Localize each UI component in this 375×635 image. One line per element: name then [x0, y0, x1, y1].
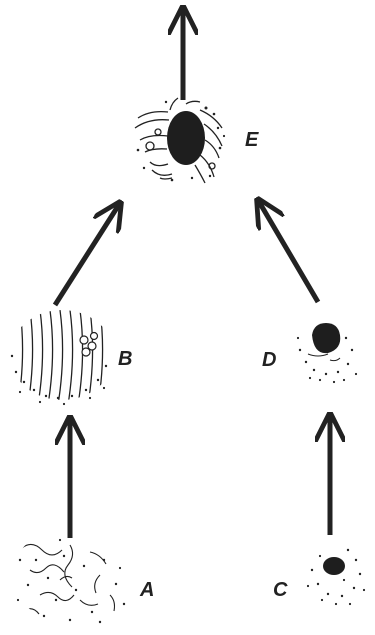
node-c-figure	[307, 549, 365, 605]
arrow-b-to-e	[55, 203, 120, 305]
node-d-figure	[297, 323, 357, 383]
arrows	[55, 8, 330, 538]
node-a-figure	[17, 539, 125, 623]
label-e: E	[245, 129, 259, 151]
node-b-figure	[11, 310, 107, 405]
label-c: C	[273, 579, 288, 601]
label-a: A	[139, 579, 154, 601]
node-e-figure	[135, 98, 225, 183]
arrow-d-to-e	[258, 200, 318, 302]
label-b: B	[118, 348, 132, 370]
label-d: D	[262, 349, 276, 371]
